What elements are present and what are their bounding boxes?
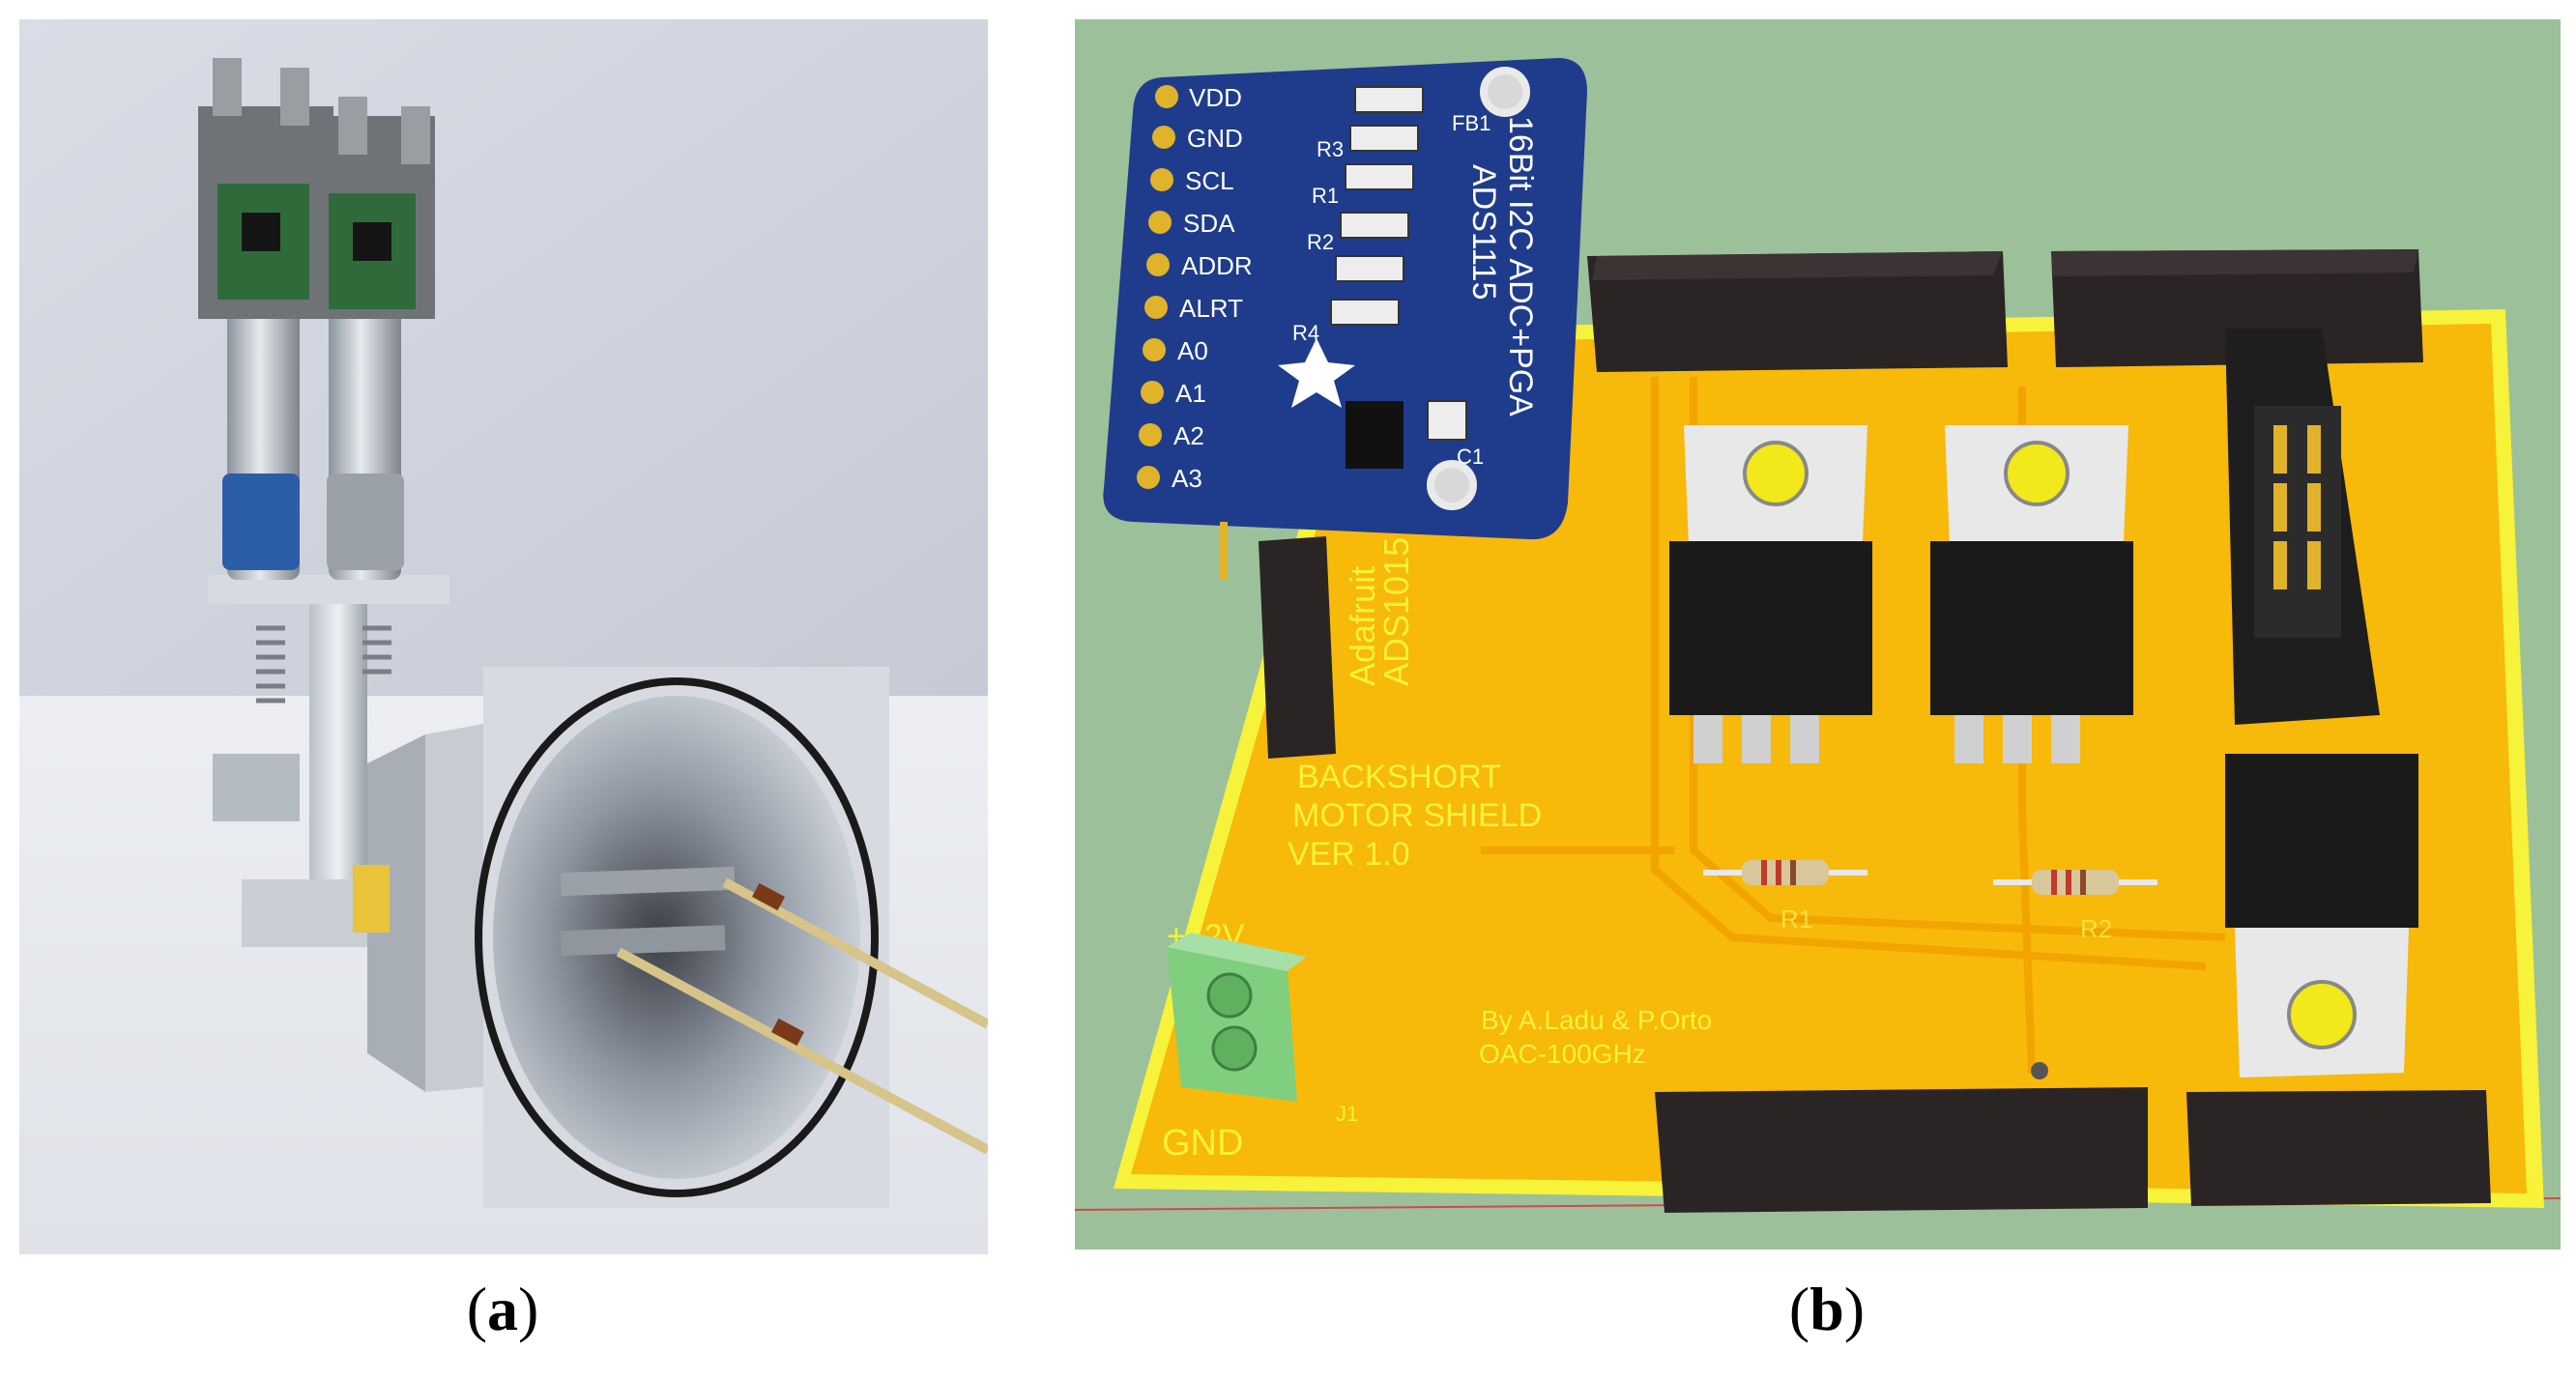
caption-b-letter: b	[1809, 1275, 1844, 1343]
silk-credit-line1: By A.Ladu & P.Orto	[1481, 1005, 1712, 1035]
adc-pin-sda: SDA	[1183, 209, 1235, 238]
adc-pin-vdd: VDD	[1189, 83, 1242, 112]
adc-ref-r2: R2	[1307, 230, 1334, 254]
resistor-r2	[1993, 870, 2157, 895]
voltage-regulator-2	[1930, 425, 2133, 763]
silk-credit-line2: OAC-100GHz	[1479, 1039, 1646, 1069]
caption-a-letter: a	[487, 1275, 518, 1343]
silk-title-line2: MOTOR SHIELD	[1292, 797, 1542, 834]
adc-title-line2: ADS1115	[1465, 164, 1502, 301]
adafruit-star-logo	[1278, 338, 1355, 408]
caption-a: (a)	[358, 1274, 648, 1345]
resistor-label-r2: R2	[2080, 914, 2112, 943]
silk-adafruit-line1: Adafruit	[1343, 566, 1382, 686]
adc-ref-c1: C1	[1457, 445, 1484, 469]
adc-pin-a0: A0	[1177, 336, 1208, 365]
pcb-render-illustration: R1 R2 BACKSHORT MOTOR SHIELD VER 1.0 By …	[1075, 19, 2561, 1250]
adc-ref-fb1: FB1	[1452, 111, 1491, 135]
silk-gnd-label: GND	[1162, 1123, 1243, 1164]
silk-adafruit: Adafruit ADS1015	[1343, 537, 1416, 686]
adc-ref-r4: R4	[1292, 321, 1319, 345]
silk-title: BACKSHORT MOTOR SHIELD VER 1.0	[1288, 759, 1542, 873]
header-top-right	[2051, 249, 2423, 367]
screw-terminal	[1167, 933, 1307, 1102]
render-motor-shield-pcb: R1 R2 BACKSHORT MOTOR SHIELD VER 1.0 By …	[1075, 19, 2561, 1250]
header-bottom-left	[1655, 1087, 2148, 1213]
silk-title-line1: BACKSHORT	[1297, 759, 1501, 795]
caption-b-close: )	[1843, 1275, 1866, 1343]
adc-pin-a3: A3	[1172, 464, 1202, 493]
pcb-board	[1131, 324, 2527, 1193]
adc-pin-addr: ADDR	[1181, 251, 1253, 280]
voltage-regulator-1	[1669, 425, 1872, 763]
adc-ref-r1: R1	[1312, 184, 1339, 208]
header-top-left	[1587, 251, 2008, 372]
adc-pin-alrt: ALRT	[1179, 294, 1243, 323]
photo-backshort-assembly	[19, 19, 988, 1254]
adc-pin-a2: A2	[1173, 421, 1204, 450]
caption-b: (b)	[1682, 1274, 1972, 1345]
silk-terminal-ref: J1	[1336, 1102, 1358, 1126]
idc-connector	[2225, 329, 2380, 725]
adc-pin-gnd: GND	[1187, 124, 1243, 153]
caption-a-open: (	[466, 1275, 487, 1343]
silk-adafruit-line2: ADS1015	[1376, 537, 1416, 686]
resistor-r1	[1703, 860, 1867, 885]
adc-pin-scl: SCL	[1185, 166, 1234, 195]
adc-ref-r3: R3	[1317, 137, 1344, 161]
silk-title-line3: VER 1.0	[1288, 836, 1410, 873]
caption-b-open: (	[1788, 1275, 1810, 1343]
voltage-regulator-3	[2225, 754, 2418, 1077]
adc-pin-a1: A1	[1175, 379, 1206, 408]
adc-title-line1: 16Bit I2C ADC+PGA	[1502, 116, 1539, 417]
caption-a-close: )	[518, 1275, 539, 1343]
photo-backshort-illustration	[19, 19, 988, 1254]
adc-breakout-board: VDD GND SCL SDA ADDR ALRT A0 A1 A2 A3 R1	[1103, 58, 1587, 580]
resistor-label-r1: R1	[1780, 905, 1812, 934]
header-bottom-right	[2186, 1090, 2491, 1206]
silk-credit: By A.Ladu & P.Orto OAC-100GHz	[1479, 1005, 1712, 1069]
header-left	[1259, 536, 1336, 759]
